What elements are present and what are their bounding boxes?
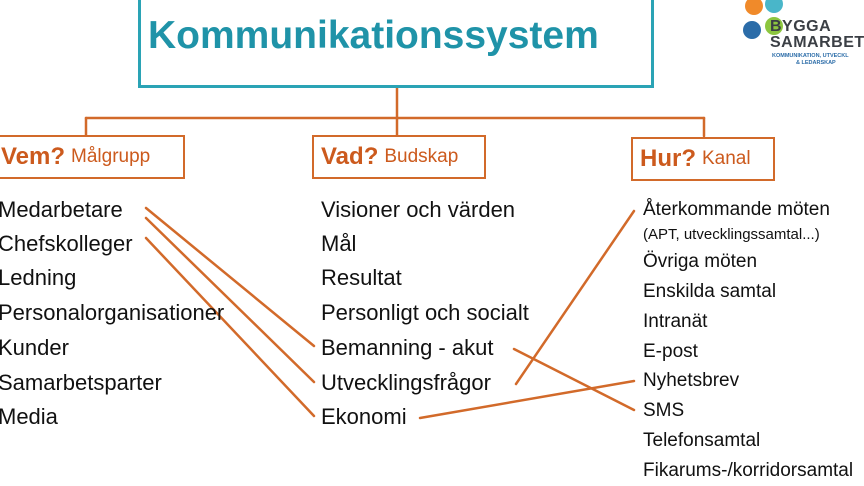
- list-item: Personligt och socialt: [321, 300, 529, 325]
- list-item-note: (APT, utvecklingssamtal...): [643, 226, 820, 243]
- heading-vad: Vad? Budskap: [312, 135, 486, 179]
- heading-vad-bold: Vad?: [321, 143, 379, 170]
- list-item: SMS: [643, 400, 685, 421]
- list-item: Ledning: [0, 265, 77, 290]
- heading-hur-bold: Hur?: [640, 145, 696, 172]
- list-item: E-post: [643, 341, 698, 362]
- logo-word-1: BYGGA: [770, 18, 832, 35]
- logo-tagline-2: & LEDARSKAP: [796, 60, 836, 66]
- list-item: Ekonomi: [321, 404, 407, 429]
- list-item: Kunder: [0, 335, 69, 360]
- list-item: Personalorganisationer: [0, 300, 225, 325]
- logo-word-2: SAMARBET: [770, 34, 864, 51]
- list-item: Medarbetare: [0, 197, 123, 222]
- link-medarbetare-bemanning: [144, 206, 316, 348]
- logo-petals-icon: [743, 0, 783, 39]
- logo-tagline-1: KOMMUNIKATION, UTVECKL: [772, 53, 849, 59]
- page-title: Kommunikationssystem: [148, 14, 599, 57]
- list-item: Enskilda samtal: [643, 281, 777, 302]
- list-item: Utvecklingsfrågor: [321, 370, 491, 395]
- list-item: Nyhetsbrev: [643, 370, 740, 391]
- heading-hur-sub: Kanal: [702, 148, 751, 169]
- list-item: Bemanning - akut: [321, 335, 494, 360]
- link-medarbetare-utveckling: [144, 216, 316, 384]
- list-item: Övriga möten: [643, 251, 758, 272]
- link-chefskolleger-ekonomi: [144, 236, 316, 418]
- list-item: Samarbetsparter: [0, 370, 162, 395]
- list-item: Chefskolleger: [0, 231, 133, 256]
- heading-vem-sub: Målgrupp: [71, 146, 151, 167]
- list-item: Återkommande möten: [643, 199, 830, 220]
- heading-vad-sub: Budskap: [384, 146, 459, 167]
- link-ekonomi-nyhetsbrev: [418, 379, 636, 420]
- heading-vem: Vem? Målgrupp: [0, 135, 185, 179]
- title-box: [138, 0, 654, 88]
- list-item: Intranät: [643, 311, 708, 332]
- logo: BYGGA SAMARBET KOMMUNIKATION, UTVECKL & …: [740, 0, 864, 72]
- list-item: Resultat: [321, 265, 402, 290]
- list-item: Fikarums-/korridorsamtal: [643, 460, 854, 481]
- list-item: Telefonsamtal: [643, 430, 761, 451]
- heading-hur: Hur? Kanal: [631, 137, 775, 181]
- link-utveckling-aterkommande: [514, 209, 636, 386]
- heading-vem-bold: Vem?: [1, 143, 66, 170]
- list-item: Media: [0, 404, 58, 429]
- list-item: Visioner och värden: [321, 197, 516, 222]
- list-item: Mål: [321, 231, 357, 256]
- link-bemanning-sms: [512, 347, 636, 412]
